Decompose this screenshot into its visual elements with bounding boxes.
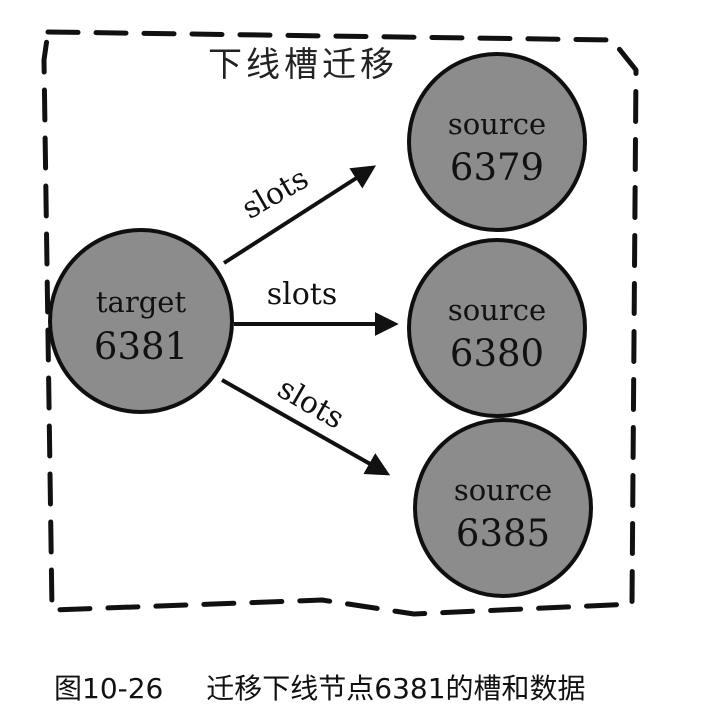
figure-title: 迁移下线节点6381的槽和数据: [206, 672, 585, 705]
node-target-6381: target 6381: [48, 228, 234, 414]
node-circle: [413, 418, 593, 598]
node-role: source: [448, 293, 546, 327]
edge-label-6379: slots: [236, 161, 315, 227]
edges: slots slots slots: [221, 161, 399, 476]
node-circle: [48, 228, 234, 414]
figure-number: 图10-26: [54, 672, 163, 705]
edge-label-6385: slots: [271, 371, 350, 437]
node-role: target: [96, 285, 187, 319]
edge-target-to-6379: [222, 165, 377, 265]
node-source-6379: source 6379: [407, 52, 587, 232]
node-source-6380: source 6380: [407, 238, 587, 418]
node-role: source: [454, 473, 552, 507]
node-role: source: [448, 107, 546, 141]
group-boundary: [41, 29, 639, 617]
node-port: 6385: [456, 512, 550, 555]
edge-label-6380: slots: [267, 277, 338, 312]
node-circle: [407, 238, 587, 418]
node-circle: [407, 52, 587, 232]
edge-target-to-6385: [221, 378, 391, 476]
group-label: 下线槽迁移: [208, 45, 398, 85]
node-source-6385: source 6385: [413, 418, 593, 598]
figure-caption: 图10-26 迁移下线节点6381的槽和数据: [54, 672, 586, 705]
node-port: 6381: [94, 325, 188, 368]
node-port: 6379: [450, 146, 544, 189]
node-port: 6380: [450, 332, 544, 375]
